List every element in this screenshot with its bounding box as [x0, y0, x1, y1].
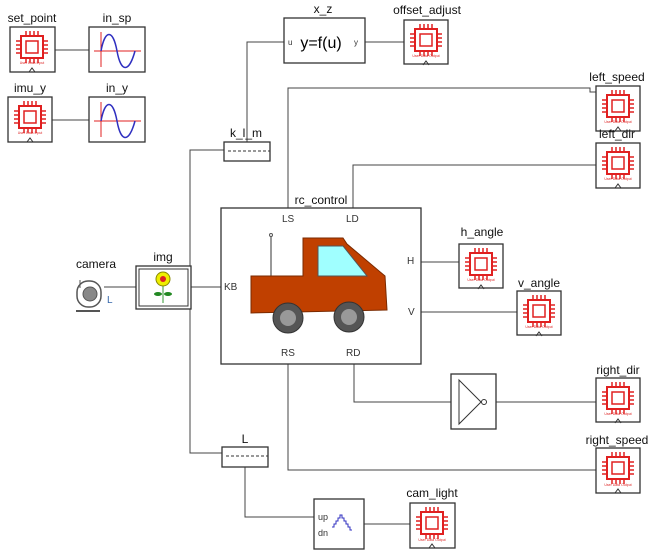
not-gate-icon — [458, 378, 482, 426]
camera-icon — [76, 280, 102, 312]
block-h-angle[interactable]: h_angle User Data Output — [458, 225, 504, 290]
block-label: in_sp — [103, 11, 132, 25]
block-l[interactable]: L — [221, 432, 269, 468]
block-label: k_l_m — [230, 126, 262, 140]
block-caption: User Data Output — [604, 120, 631, 124]
block-img[interactable]: img — [135, 250, 192, 310]
block-counter[interactable]: up dn — [313, 498, 365, 550]
staircase-icon — [332, 514, 352, 531]
block-label: left_dir — [599, 127, 635, 141]
port-h: H — [407, 256, 414, 267]
block-caption: User Data Input — [20, 61, 45, 65]
block-caption: User Data Output — [525, 325, 552, 329]
block-label: left_speed — [589, 70, 644, 84]
port-label: y — [354, 38, 358, 47]
block-caption: User Data Output — [604, 483, 631, 487]
block-imu-y[interactable]: imu_y User Data Input — [7, 81, 53, 143]
block-v-angle[interactable]: v_angle User Data Output — [516, 276, 562, 337]
block-right-dir[interactable]: right_dir User Data Output — [595, 363, 641, 424]
port-rs: RS — [281, 348, 295, 359]
block-camera[interactable]: camera L — [76, 257, 116, 312]
block-left-speed[interactable]: left_speed User Data Output — [589, 70, 645, 132]
block-set-point[interactable]: set_point User Data Input — [8, 11, 57, 73]
block-in-sp[interactable]: in_sp — [88, 11, 146, 73]
block-label: h_angle — [461, 225, 504, 239]
wires — [52, 41, 596, 525]
block-caption: User Data Output — [604, 177, 631, 181]
port-dn: dn — [318, 528, 328, 538]
block-caption: User Data Output — [467, 278, 494, 282]
block-caption: User Data Input — [18, 131, 43, 135]
port-rd: RD — [346, 348, 360, 359]
block-label: right_speed — [586, 433, 649, 447]
truck-icon — [250, 233, 388, 334]
block-label: imu_y — [14, 81, 46, 95]
block-label: cam_light — [406, 486, 458, 500]
port-up: up — [318, 512, 328, 522]
port-ld: LD — [346, 214, 359, 225]
block-offset-adjust[interactable]: offset_adjust User Data Output — [393, 3, 462, 66]
block-label: offset_adjust — [393, 3, 461, 17]
port-ls: LS — [282, 214, 295, 225]
function-expression: y=f(u) — [300, 35, 341, 52]
block-label: right_dir — [596, 363, 639, 377]
block-caption: User Data Output — [418, 538, 445, 542]
port-kb: KB — [224, 282, 238, 293]
port-v: V — [408, 307, 415, 318]
flower-icon — [154, 271, 172, 303]
block-k-l-m[interactable]: k_l_m — [223, 126, 271, 162]
block-label: camera — [76, 257, 116, 271]
block-right-speed[interactable]: right_speed User Data Output — [586, 433, 649, 494]
block-label: x_z — [314, 2, 333, 16]
block-rc-control[interactable]: rc_control LS LD KB H V RS RD — [220, 193, 422, 365]
block-label: L — [242, 432, 249, 446]
block-label: in_y — [106, 81, 128, 95]
port-label: u — [288, 38, 292, 47]
block-caption: User Data Output — [412, 54, 439, 58]
block-x-z[interactable]: x_z u y=f(u) y — [283, 2, 366, 64]
block-label: img — [153, 250, 172, 264]
block-not-gate[interactable] — [450, 373, 497, 430]
port-label: L — [107, 295, 113, 306]
block-label: v_angle — [518, 276, 560, 290]
block-in-y[interactable]: in_y — [88, 81, 146, 143]
block-caption: User Data Output — [604, 412, 631, 416]
block-left-dir[interactable]: left_dir User Data Output — [595, 127, 641, 189]
block-label: rc_control — [295, 193, 348, 207]
block-cam-light[interactable]: cam_light User Data Output — [406, 486, 458, 549]
block-label: set_point — [8, 11, 57, 25]
